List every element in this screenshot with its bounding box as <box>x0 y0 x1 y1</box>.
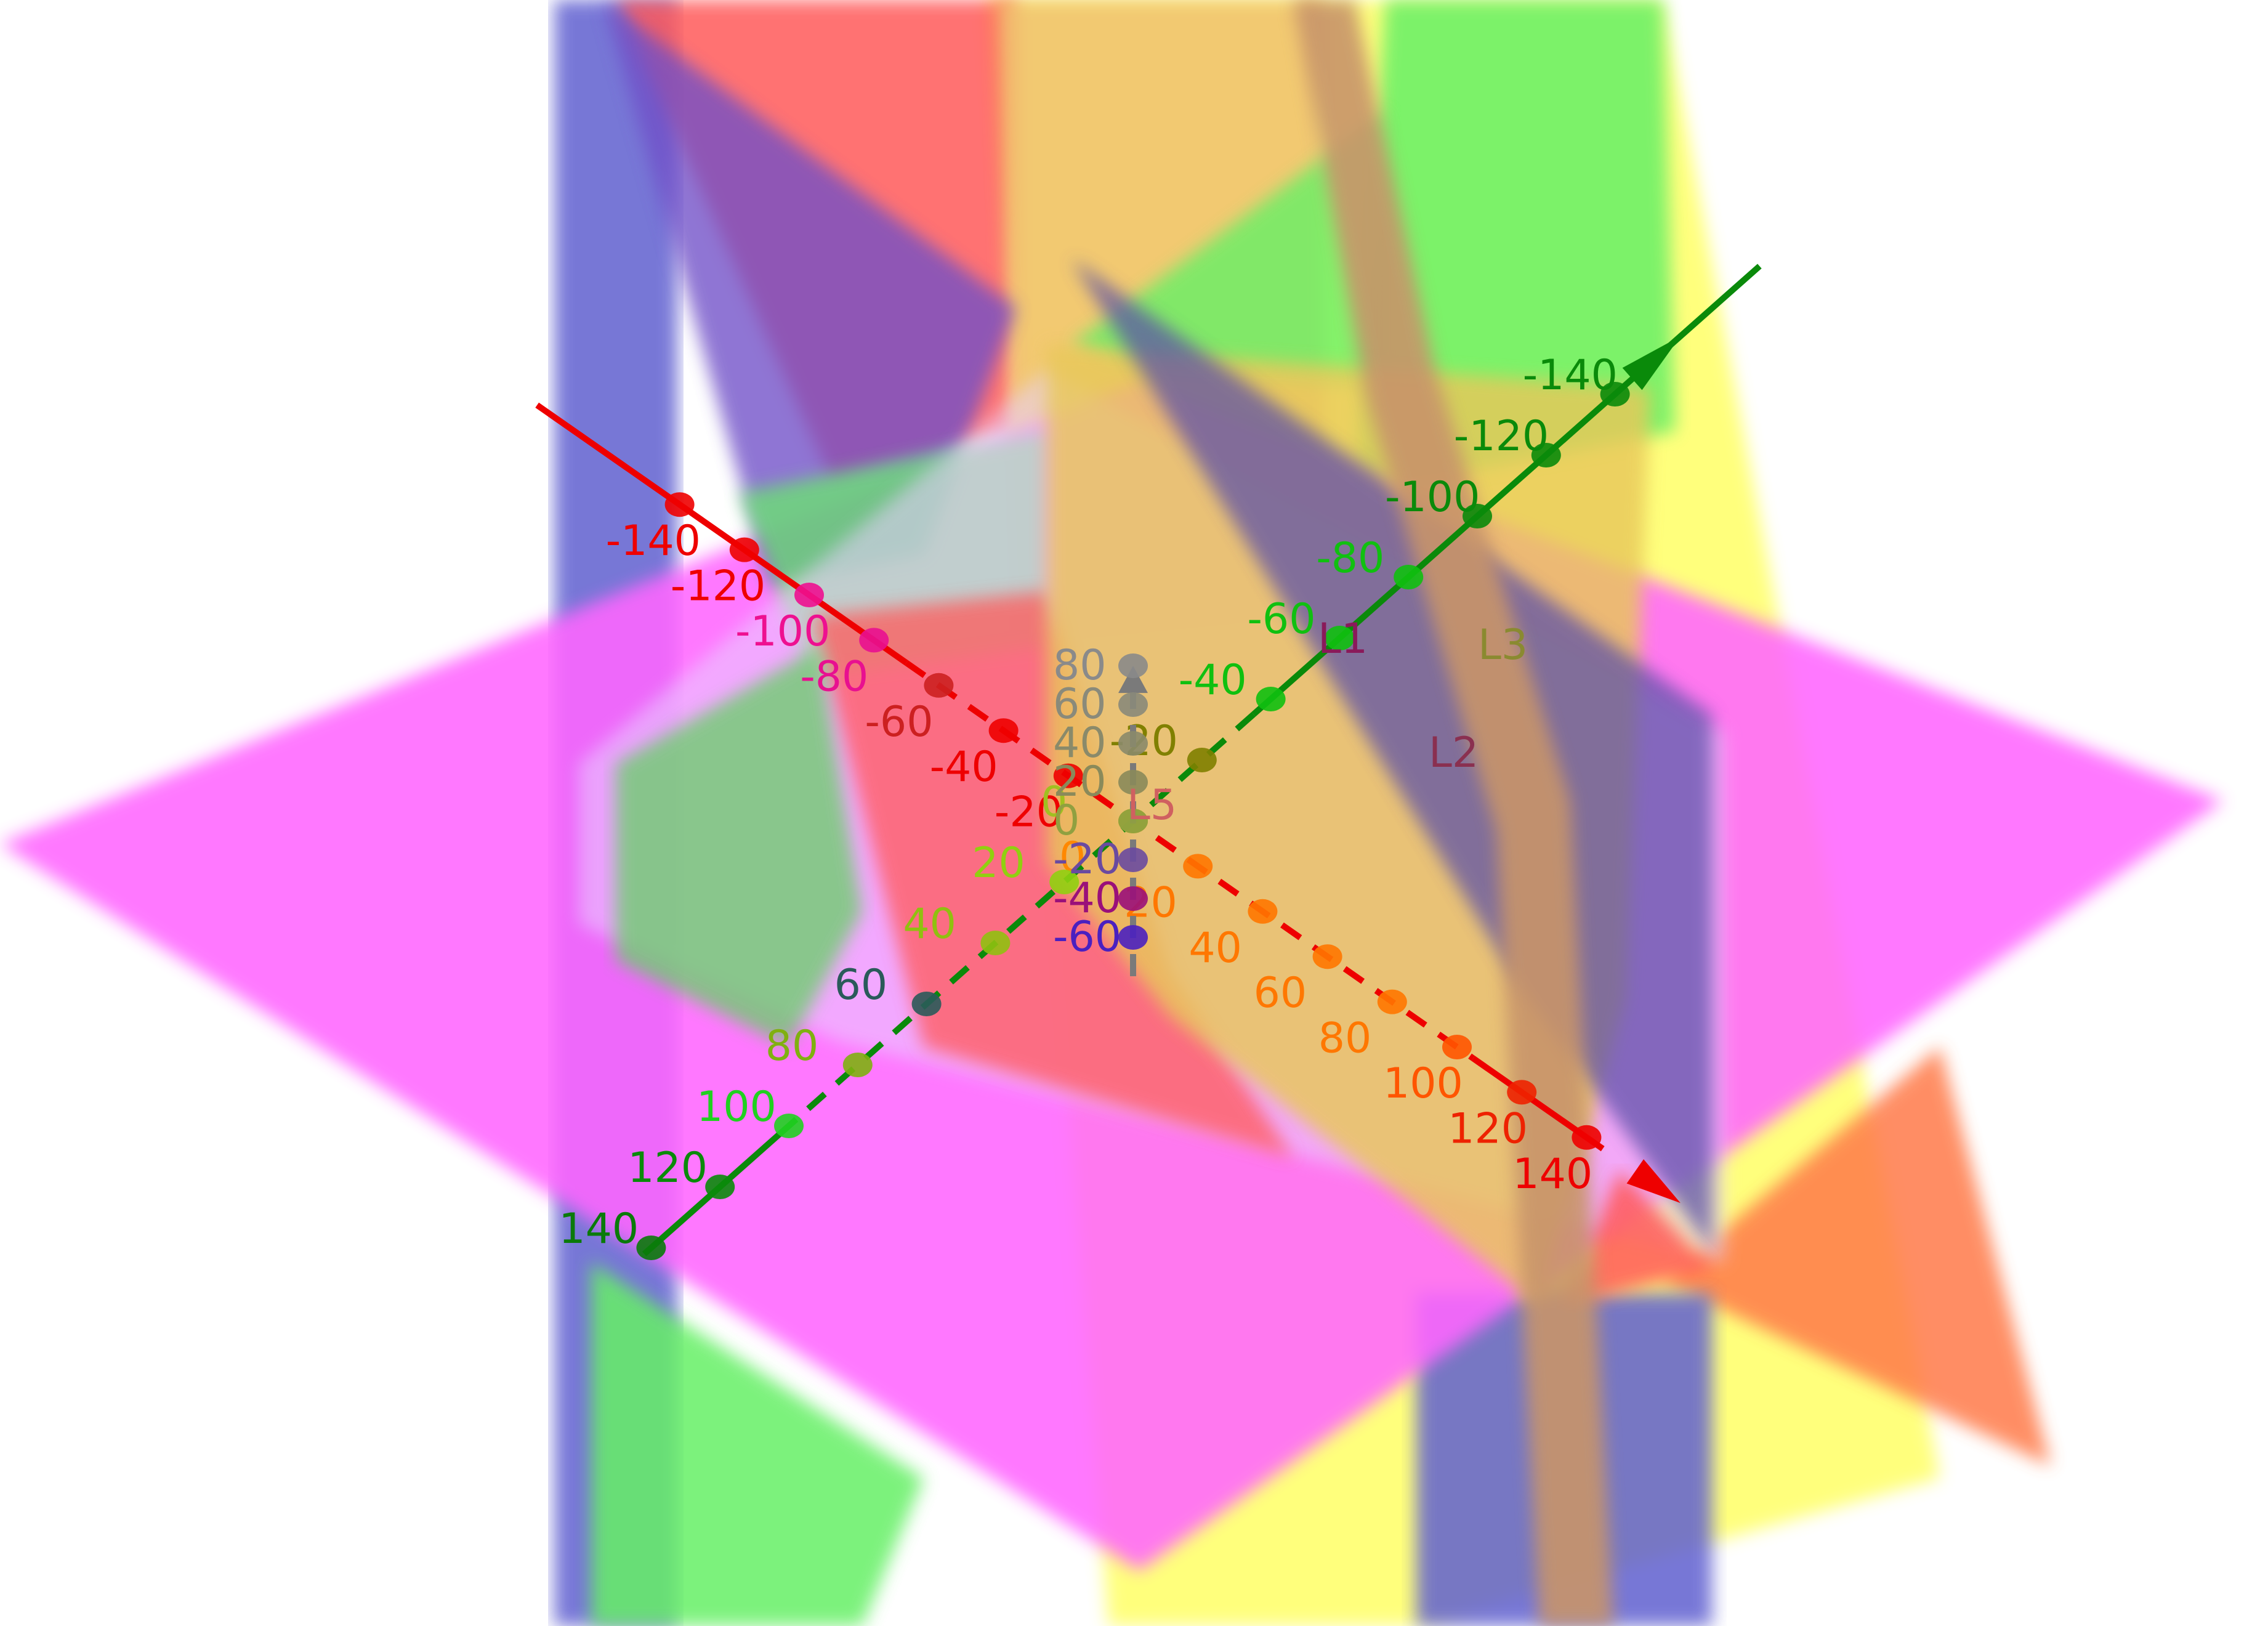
z-axis-tick-marker <box>1118 770 1148 795</box>
x-axis-tick-marker <box>1377 989 1407 1014</box>
line-label-l3: L3 <box>1478 621 1528 669</box>
x-axis-tick-label: -120 <box>671 562 765 611</box>
y-axis-tick-label: -80 <box>1316 534 1384 583</box>
y-axis-tick-label: 100 <box>696 1083 777 1131</box>
y-axis-tick-label: 60 <box>834 961 888 1009</box>
x-axis-tick-marker <box>1572 1125 1602 1150</box>
z-axis-tick-marker <box>1118 925 1148 950</box>
x-axis-tick-label: 40 <box>1188 924 1242 973</box>
x-axis-tick-label: -20 <box>995 788 1063 837</box>
z-axis-tick-marker <box>1118 809 1148 833</box>
y-axis-tick-marker <box>1531 443 1561 467</box>
y-axis-tick-label: 80 <box>765 1022 819 1070</box>
y-axis-tick-label: 140 <box>559 1205 639 1253</box>
z-axis-tick-marker <box>1118 886 1148 911</box>
x-axis-line-outer-a <box>535 402 908 666</box>
z-axis-tick-label: 0 <box>1053 796 1080 845</box>
y-axis-tick-label: -120 <box>1454 412 1549 461</box>
x-axis-tick-label: 60 <box>1254 969 1307 1017</box>
z-axis-tick-label: 40 <box>1053 719 1107 767</box>
y-axis-tick-label: 120 <box>628 1144 708 1192</box>
plane-red-triangle <box>1564 1170 1712 1306</box>
x-axis-tick-label: 120 <box>1448 1104 1528 1153</box>
y-axis-tick-marker <box>1187 748 1217 772</box>
y-axis-tick-label: 20 <box>972 839 1025 888</box>
x-axis-tick-label: -140 <box>606 517 701 565</box>
y-axis-tick-label: -40 <box>1179 656 1247 705</box>
line-label-l5: L5 <box>1127 781 1177 830</box>
y-axis-tick-marker <box>1049 870 1080 894</box>
x-axis-tick-label: -60 <box>865 698 933 746</box>
z-axis-tick-label: 60 <box>1053 680 1107 729</box>
y-axis-tick-label: 0 <box>1041 778 1067 827</box>
x-axis-tick-label: -40 <box>930 743 998 791</box>
plane-green-bottom-left <box>591 1263 924 1626</box>
z-axis-tick-marker <box>1118 847 1148 872</box>
x-axis-tick-marker <box>664 492 695 517</box>
y-axis-tick-marker <box>705 1175 735 1199</box>
x-axis-tick-marker <box>924 673 954 698</box>
x-axis-tick-label: 80 <box>1318 1014 1372 1063</box>
y-axis-tick-marker <box>1394 565 1424 589</box>
z-axis-tick-marker <box>1118 653 1148 678</box>
y-axis-tick-marker <box>1325 626 1355 650</box>
y-axis-tick-label: -60 <box>1247 595 1315 644</box>
y-axis-tick-marker <box>911 992 942 1016</box>
y-axis-tick-marker <box>774 1114 804 1138</box>
x-axis-tick-label: -80 <box>800 652 868 701</box>
z-axis-tick-marker <box>1118 731 1148 756</box>
x-axis-tick-label: 100 <box>1383 1059 1463 1108</box>
x-axis-tick-marker <box>1507 1080 1537 1105</box>
x-axis-arrow-icon <box>1626 1159 1681 1203</box>
z-axis-tick-marker <box>1118 692 1148 717</box>
line-labels: L1 L2 L3 L5 <box>1127 615 1528 830</box>
line-label-l2: L2 <box>1429 729 1479 777</box>
plane-orange-bottom-right <box>1663 1047 2051 1466</box>
x-axis-tick-marker <box>1312 944 1342 969</box>
z-axis-arrow-icon <box>1118 666 1148 694</box>
y-axis-tick-label: 40 <box>903 900 956 949</box>
y-axis-tick-label: -100 <box>1385 473 1480 522</box>
x-axis-tick-marker <box>1442 1035 1472 1059</box>
y-axis-tick-marker <box>980 931 1011 955</box>
x-axis-tick-label: -100 <box>735 607 830 656</box>
axes: -140-120-100-80-60-40-200204060801001201… <box>535 264 1762 1260</box>
z-axis-tick-label: 20 <box>1053 758 1107 806</box>
x-axis-tick-marker <box>729 537 759 562</box>
plane-purple-left <box>603 0 1016 585</box>
plane-green-panel <box>616 647 862 1047</box>
y-axis-tick-label: -140 <box>1523 351 1618 400</box>
z-axis-tick-label: 80 <box>1053 641 1107 690</box>
x-axis-tick-label: 140 <box>1512 1150 1592 1199</box>
y-axis-tick-marker <box>842 1053 873 1077</box>
z-axis-tick-label: -20 <box>1053 835 1121 884</box>
x-axis-tick-marker <box>859 628 889 653</box>
x-axis-tick-marker <box>1053 763 1083 788</box>
x-axis-tick-marker <box>988 718 1019 743</box>
y-axis-tick-marker <box>1256 687 1286 711</box>
y-axis-tick-marker <box>1600 382 1630 407</box>
y-axis-tick-marker <box>1463 504 1492 528</box>
x-axis-tick-marker <box>794 583 824 607</box>
y-axis-arrow-icon <box>1622 336 1681 390</box>
line-label-l1: L1 <box>1318 615 1368 663</box>
y-axis-tick-marker <box>636 1236 666 1260</box>
z-axis-tick-label: -40 <box>1053 874 1121 923</box>
z-axis-tick-label: -60 <box>1053 913 1121 961</box>
plane-tan-band <box>1293 0 1613 1626</box>
x-axis-tick-marker <box>1183 854 1213 879</box>
x-axis-tick-marker <box>1248 899 1278 924</box>
